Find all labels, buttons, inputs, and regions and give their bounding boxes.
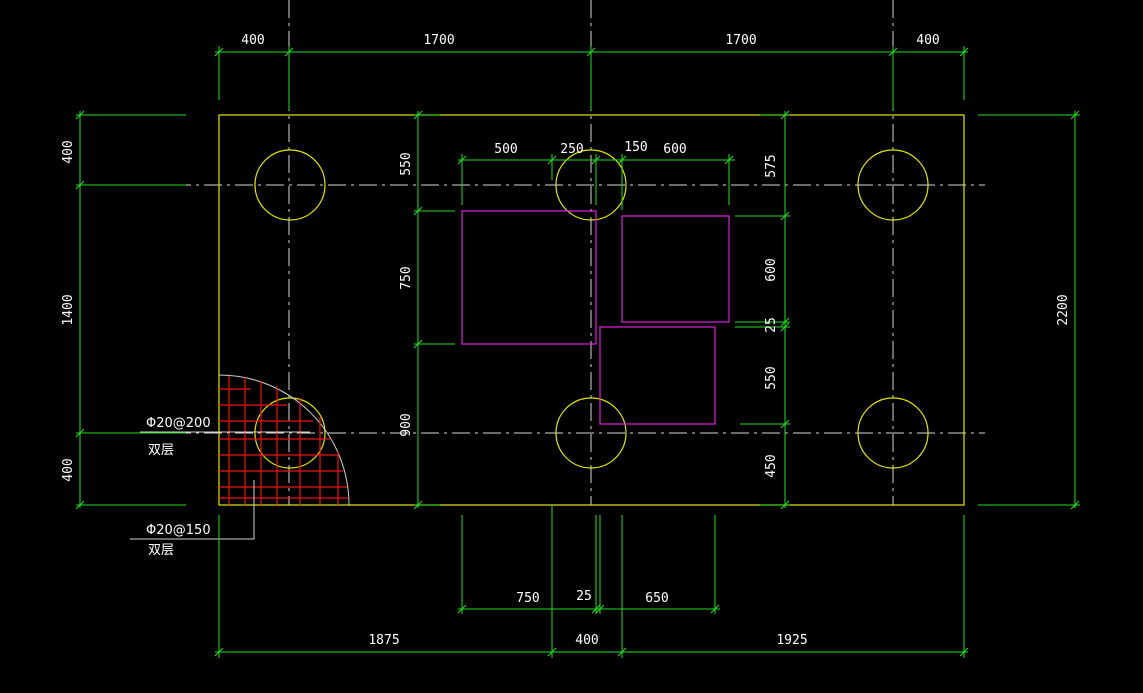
dim-bottom-1: 1875 bbox=[368, 633, 399, 648]
dim-top-3: 1700 bbox=[725, 33, 756, 48]
dim-left-3: 400 bbox=[61, 458, 76, 481]
pile-bottom-right bbox=[857, 397, 929, 469]
piles bbox=[254, 149, 929, 469]
rebar-leaders bbox=[130, 431, 310, 540]
dim-left-1: 400 bbox=[61, 140, 76, 163]
pile-bottom-mid bbox=[555, 397, 627, 469]
dim-right: 2200 bbox=[1056, 294, 1071, 325]
dim-inner-top-4: 600 bbox=[663, 142, 686, 157]
rebar-grid bbox=[219, 376, 348, 505]
dim-inner-top-3: 150 bbox=[624, 140, 647, 155]
dim-midright-3: 25 bbox=[764, 317, 779, 333]
dim-bottom-2: 400 bbox=[575, 633, 598, 648]
dim-bottom-inner-2: 25 bbox=[576, 589, 592, 604]
rebar-hatch bbox=[218, 374, 350, 506]
dim-midright-2: 600 bbox=[764, 258, 779, 281]
axis-lines bbox=[80, 0, 985, 505]
column-box-right-top bbox=[621, 215, 730, 323]
dim-bottom-inner-1: 750 bbox=[516, 591, 539, 606]
dim-inner-top-1: 500 bbox=[494, 142, 517, 157]
dim-midright-5: 450 bbox=[764, 454, 779, 477]
pile-bottom-left bbox=[254, 397, 326, 469]
dim-midleft-1: 550 bbox=[399, 152, 414, 175]
dim-bottom-3: 1925 bbox=[776, 633, 807, 648]
dimension-ticks bbox=[75, 47, 1080, 657]
rebar-top-label: Φ20@200 bbox=[146, 416, 211, 431]
pile-cap-outline bbox=[218, 114, 965, 506]
dim-midright-1: 575 bbox=[764, 154, 779, 177]
rebar-boundary-arc bbox=[218, 374, 350, 506]
dimension-lines bbox=[76, 46, 1080, 658]
dim-left-2: 1400 bbox=[61, 294, 76, 325]
dim-inner-top-2: 250 bbox=[560, 142, 583, 157]
dim-top-2: 1700 bbox=[423, 33, 454, 48]
column-box-right-bottom bbox=[599, 326, 716, 425]
pile-top-right bbox=[857, 149, 929, 221]
dim-top-1: 400 bbox=[241, 33, 264, 48]
leader-bottom bbox=[130, 480, 255, 540]
rebar-bottom-sub: 双层 bbox=[148, 543, 174, 558]
dim-midleft-2: 750 bbox=[399, 266, 414, 289]
dim-top-4: 400 bbox=[916, 33, 939, 48]
dimension-texts: 400 1700 1700 400 500 250 150 600 400 14… bbox=[61, 33, 1071, 648]
column-boxes bbox=[461, 210, 730, 425]
pile-top-left bbox=[254, 149, 326, 221]
rebar-notes: Φ20@200 双层 Φ20@150 双层 bbox=[146, 416, 211, 558]
dim-bottom-inner-3: 650 bbox=[645, 591, 668, 606]
dim-midleft-3: 900 bbox=[399, 413, 414, 436]
pile-top-mid bbox=[555, 149, 627, 221]
rebar-top-sub: 双层 bbox=[148, 443, 174, 458]
column-box-left bbox=[461, 210, 597, 345]
rebar-bottom-label: Φ20@150 bbox=[146, 523, 211, 538]
dim-midright-4: 550 bbox=[764, 366, 779, 389]
